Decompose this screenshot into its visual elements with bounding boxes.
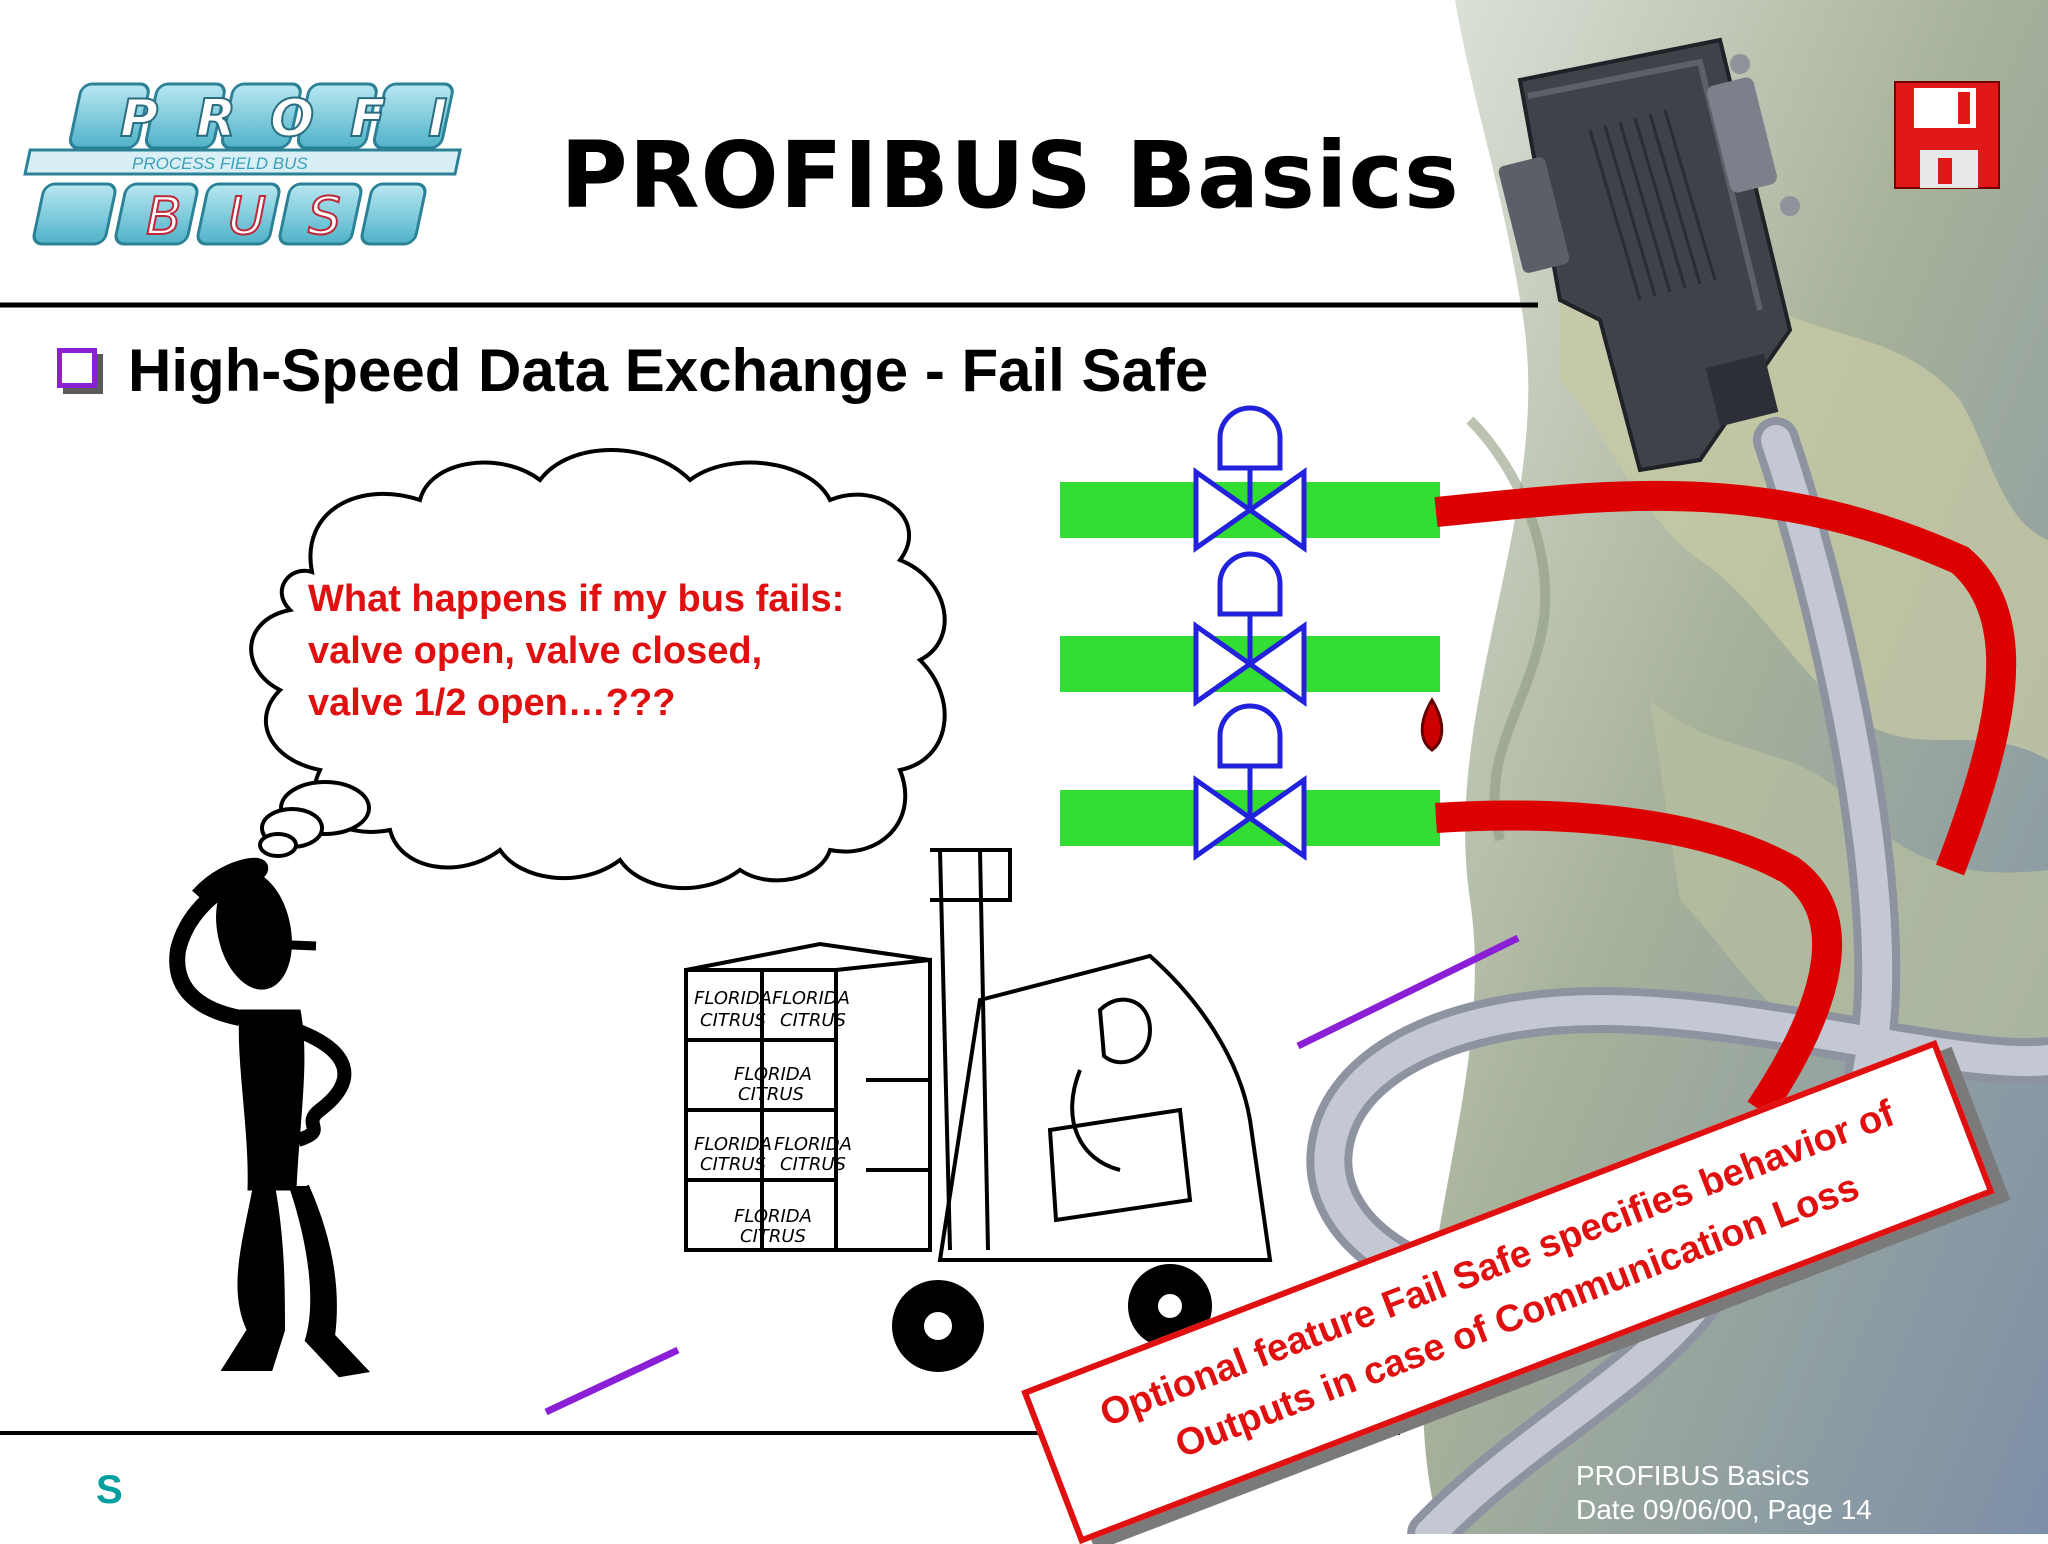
valve-symbol-1	[1193, 405, 1307, 553]
logo-letter-f: F	[350, 89, 386, 149]
crate-label: CITRUS	[700, 1154, 766, 1175]
thinking-stick-figure	[169, 857, 371, 1378]
purple-accent-line	[544, 1346, 680, 1416]
logo-letter-u: U	[228, 187, 266, 247]
crate-label: CITRUS	[740, 1226, 806, 1247]
red-bus-cable	[1434, 480, 2017, 1119]
page-title: PROFIBUS Basics	[560, 122, 1460, 229]
crate-label: CITRUS	[780, 1154, 846, 1175]
valve-symbol-3	[1193, 703, 1307, 861]
purple-accent-line	[1296, 934, 1520, 1050]
logo-letter-i: I	[428, 89, 447, 149]
forklift-illustration	[684, 848, 1273, 1372]
crate-label: FLORIDA	[694, 988, 772, 1009]
oil-drop-icon	[1420, 697, 1444, 752]
crate-label: FLORIDA	[774, 1134, 852, 1155]
siemens-logo: S	[96, 1468, 123, 1512]
crate-label: CITRUS	[738, 1084, 804, 1105]
square-bullet-icon	[57, 348, 97, 388]
valve-symbol-2	[1193, 551, 1307, 707]
thought-text-line: valve open, valve closed,	[308, 630, 763, 672]
logo-subtitle: PROCESS FIELD BUS	[132, 154, 308, 173]
footer-title: PROFIBUS Basics	[1576, 1460, 1810, 1491]
logo-letter-p: P	[120, 89, 158, 149]
crate-label: FLORIDA	[734, 1064, 812, 1085]
profibus-logo: P R O F I B U S PROCESS FIELD BUS	[23, 82, 462, 248]
thought-bubble	[249, 448, 947, 891]
logo-letter-o: O	[270, 89, 314, 149]
footer-date-page: Date 09/06/00, Page 14	[1576, 1494, 1872, 1525]
bullet-headline: High-Speed Data Exchange - Fail Safe	[128, 337, 1209, 404]
crate-label: CITRUS	[700, 1010, 766, 1031]
logo-letter-r: R	[196, 89, 236, 149]
valve-pipe-assembly	[1060, 405, 1440, 861]
db9-connector-image	[1498, 37, 1800, 473]
logo-letter-b: B	[146, 187, 182, 247]
thought-text-line: What happens if my bus fails:	[308, 578, 845, 620]
logo-letter-s: S	[308, 187, 341, 247]
crate-label: CITRUS	[780, 1010, 846, 1031]
thought-text-line: valve 1/2 open…???	[308, 682, 676, 724]
crate-label: FLORIDA	[772, 988, 850, 1009]
crate-label: FLORIDA	[734, 1206, 812, 1227]
floppy-disk-icon[interactable]	[1894, 81, 2000, 189]
crate-label: FLORIDA	[694, 1134, 772, 1155]
